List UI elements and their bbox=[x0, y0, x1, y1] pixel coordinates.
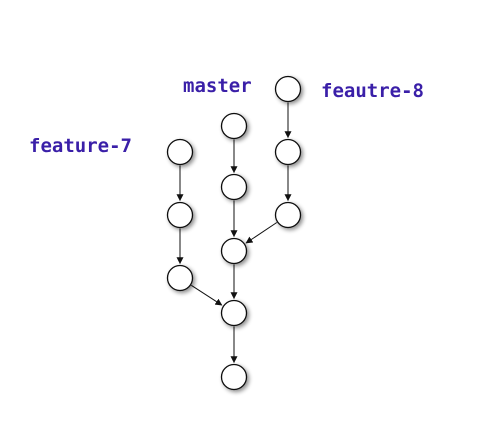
branch-label-feature-7: feature-7 bbox=[29, 135, 132, 157]
commits-layer bbox=[166, 75, 302, 391]
edge-f8-1-to-merge-f8 bbox=[245, 222, 278, 244]
edge-f7-1-to-merge-f7 bbox=[191, 284, 223, 306]
commit-node-f7-1 bbox=[166, 264, 194, 292]
commit-node-f7-2 bbox=[166, 201, 194, 229]
commit-node-merge-f8 bbox=[220, 237, 248, 265]
commit-node-merge-f7 bbox=[220, 299, 248, 327]
commit-node-f8-3 bbox=[274, 75, 302, 103]
edges-layer bbox=[176, 102, 292, 364]
branch-label-feature-8: feautre-8 bbox=[321, 80, 424, 102]
commit-node-f8-1 bbox=[274, 201, 302, 229]
commit-node-root bbox=[220, 363, 248, 391]
commit-node-m2 bbox=[220, 112, 248, 140]
branch-label-master: master bbox=[183, 75, 252, 97]
commit-node-f8-2 bbox=[274, 138, 302, 166]
commit-node-f7-3 bbox=[166, 138, 194, 166]
commit-node-m1 bbox=[220, 173, 248, 201]
